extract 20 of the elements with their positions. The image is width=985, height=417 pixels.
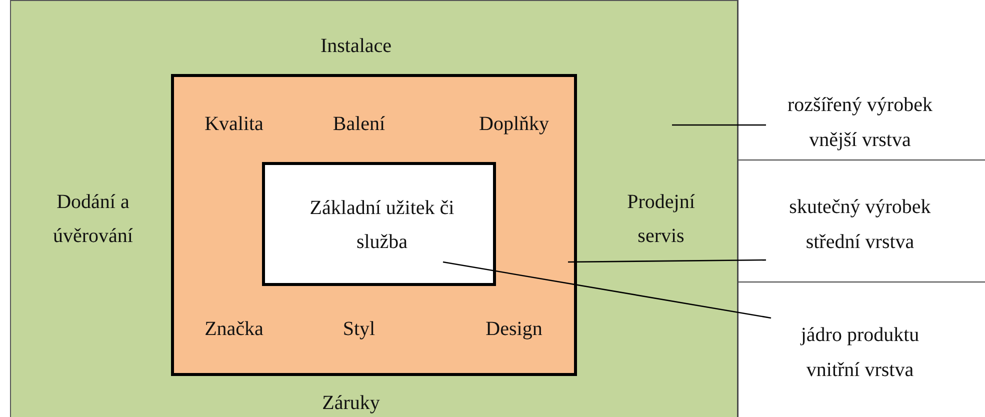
layer-item-label: Záruky	[321, 391, 381, 416]
layer-caption: jádro produktu vnitřní vrstva	[775, 318, 945, 388]
layer-item-label: Dodání a úvěrování	[52, 190, 134, 249]
layer-item-label: Značka	[204, 317, 264, 342]
outer-box	[10, 0, 738, 417]
leader-line	[442, 261, 772, 319]
leader-line	[672, 124, 766, 126]
layer-caption: rozšířený výrobek vnější vrstva	[770, 88, 950, 158]
layer-item-label: Balení	[332, 112, 386, 137]
layer-item-label: Doplňky	[478, 112, 550, 137]
layer-caption: skutečný výrobek střední vrstva	[770, 190, 950, 260]
middle-box	[171, 74, 577, 376]
layer-item-label: Instalace	[319, 34, 393, 59]
inner-box	[262, 162, 496, 286]
layer-item-label: Kvalita	[204, 112, 264, 137]
layer-item-label: Základní užitek či služba	[308, 196, 456, 255]
layer-item-label: Prodejní servis	[626, 190, 696, 249]
leader-line	[568, 259, 766, 263]
layer-item-label: Styl	[342, 317, 376, 342]
layer-item-label: Design	[484, 317, 544, 342]
